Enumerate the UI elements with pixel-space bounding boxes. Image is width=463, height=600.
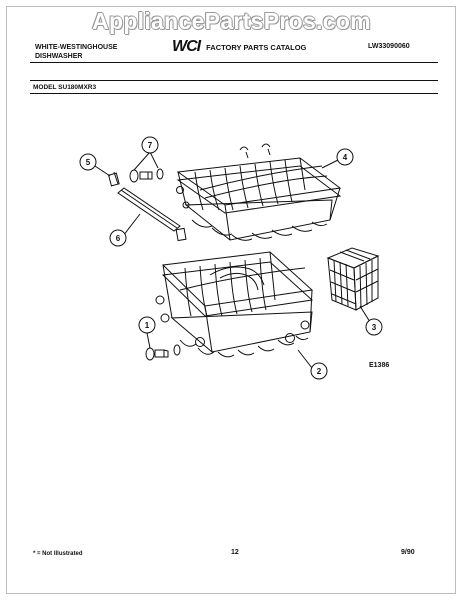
svg-text:6: 6 xyxy=(116,234,121,243)
callout-6: 6 xyxy=(109,229,127,247)
header-rule-top xyxy=(30,62,438,63)
callouts: 7 5 6 4 3 2 1 xyxy=(79,136,383,380)
callout-1: 1 xyxy=(138,316,156,334)
rack-rail xyxy=(117,187,187,242)
upper-roller-assembly xyxy=(129,168,164,183)
brand-block: WHITE-WESTINGHOUSE DISHWASHER xyxy=(35,43,117,61)
svg-text:7: 7 xyxy=(148,141,153,150)
catalog-title: FACTORY PARTS CATALOG xyxy=(206,42,307,52)
callout-2: 2 xyxy=(310,362,328,380)
watermark: AppliancePartsPros.com xyxy=(92,8,371,34)
revision-date: 9/90 xyxy=(401,549,415,556)
silverware-basket xyxy=(326,247,380,311)
brand-line-2: DISHWASHER xyxy=(35,53,83,60)
page-number: 12 xyxy=(231,549,239,556)
svg-text:1: 1 xyxy=(145,321,150,330)
figure-code: E1386 xyxy=(369,362,390,369)
svg-text:4: 4 xyxy=(343,153,348,162)
svg-text:3: 3 xyxy=(372,323,377,332)
header-rule-mid xyxy=(30,80,438,81)
callout-3: 3 xyxy=(365,318,383,336)
brand-line-1: WHITE-WESTINGHOUSE xyxy=(35,44,118,51)
lower-rack xyxy=(155,251,314,358)
svg-text:5: 5 xyxy=(86,158,91,167)
doc-number: LW33090060 xyxy=(368,43,410,50)
model-number: MODEL SU180MXR3 xyxy=(33,84,97,91)
header-rule-bottom xyxy=(30,93,438,94)
upper-rack xyxy=(176,143,342,241)
catalog-header: WCI FACTORY PARTS CATALOG xyxy=(172,38,306,56)
callout-7: 7 xyxy=(141,136,159,154)
callout-5: 5 xyxy=(79,153,97,171)
rail-stop xyxy=(107,171,120,187)
svg-text:2: 2 xyxy=(317,367,322,376)
page-frame xyxy=(6,6,456,594)
lower-roller-assembly xyxy=(145,344,181,361)
leader-lines xyxy=(94,151,371,369)
footer-note: * = Not Illustrated xyxy=(33,551,83,557)
callout-4: 4 xyxy=(336,148,354,166)
wci-logo: WCI xyxy=(172,38,201,55)
